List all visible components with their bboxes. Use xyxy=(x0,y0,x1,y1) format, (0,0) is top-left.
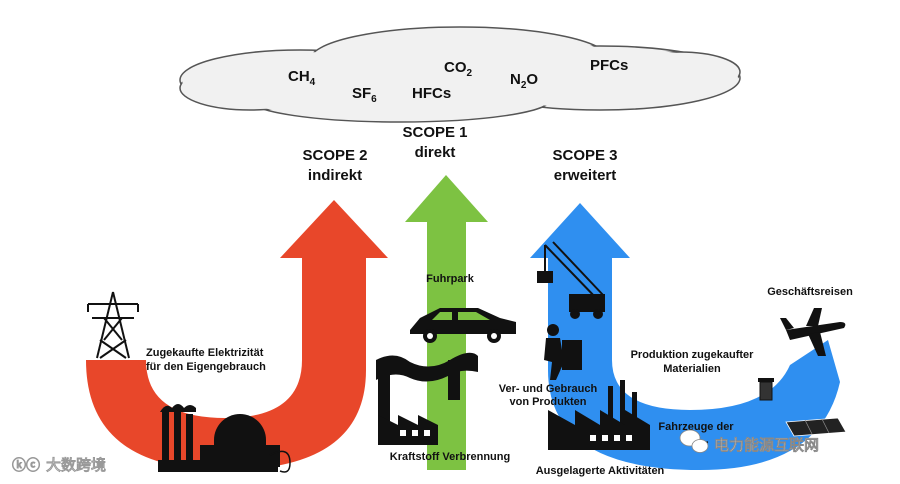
scope1-subtitle: direkt xyxy=(415,144,456,161)
wechat-icon xyxy=(679,429,709,453)
trash-can-icon xyxy=(758,378,774,401)
scope2-arrow xyxy=(86,200,388,470)
power-plant-icon xyxy=(158,404,280,472)
scope2-title: SCOPE 2 xyxy=(302,147,367,164)
label-outsourced: Ausgelagerte Aktivitäten xyxy=(536,465,665,477)
label-materials-line2: Materialien xyxy=(663,363,721,375)
worker-icon xyxy=(544,324,582,380)
scope3-subtitle: erweitert xyxy=(554,167,617,184)
label-use-line1: Ver- und Gebrauch xyxy=(499,383,598,395)
label-use-line2: von Produkten xyxy=(509,396,586,408)
scope3-arrow xyxy=(530,203,840,470)
gas-co2: CO2 xyxy=(444,59,473,79)
label-travel: Geschäftsreisen xyxy=(767,286,853,298)
watermark-right: 电力能源互联网 xyxy=(679,429,819,454)
airplane-icon xyxy=(780,308,846,356)
gas-n2o: N2O xyxy=(510,71,538,91)
scope1-title: SCOPE 1 xyxy=(402,124,467,141)
gas-pfcs: PFCs xyxy=(590,57,628,74)
gas-sf6: SF6 xyxy=(352,85,377,105)
factory-icon xyxy=(548,380,650,450)
label-combustion: Kraftstoff Verbrennung xyxy=(390,451,510,463)
power-pylon-icon xyxy=(87,291,139,359)
gas-hfcs: HFCs xyxy=(412,85,451,102)
label-electricity-line1: Zugekaufte Elektrizität xyxy=(146,347,264,359)
label-fleet: Fuhrpark xyxy=(426,273,475,285)
car-icon xyxy=(410,308,516,343)
solar-panel-icon xyxy=(785,417,847,437)
factory-smoke-icon xyxy=(376,352,478,445)
watermark-left-text: 大数跨境 xyxy=(46,456,106,474)
scope3-title: SCOPE 3 xyxy=(552,147,617,164)
crane-icon xyxy=(537,241,605,319)
label-electricity-line2: für den Eigengebrauch xyxy=(146,361,266,373)
power-cable-icon xyxy=(269,450,291,473)
label-vehicles-line1: Fahrzeuge der xyxy=(658,421,734,433)
svg-text:ⓚⓒ: ⓚⓒ xyxy=(12,457,40,474)
watermark-left: ⓚⓒ 大数跨境 xyxy=(12,456,106,474)
label-materials-line1: Produktion zugekaufter xyxy=(631,349,755,361)
watermark-right-text: 电力能源互联网 xyxy=(714,436,819,454)
gas-ch4: CH4 xyxy=(288,68,316,88)
scope2-subtitle: indirekt xyxy=(308,167,362,184)
